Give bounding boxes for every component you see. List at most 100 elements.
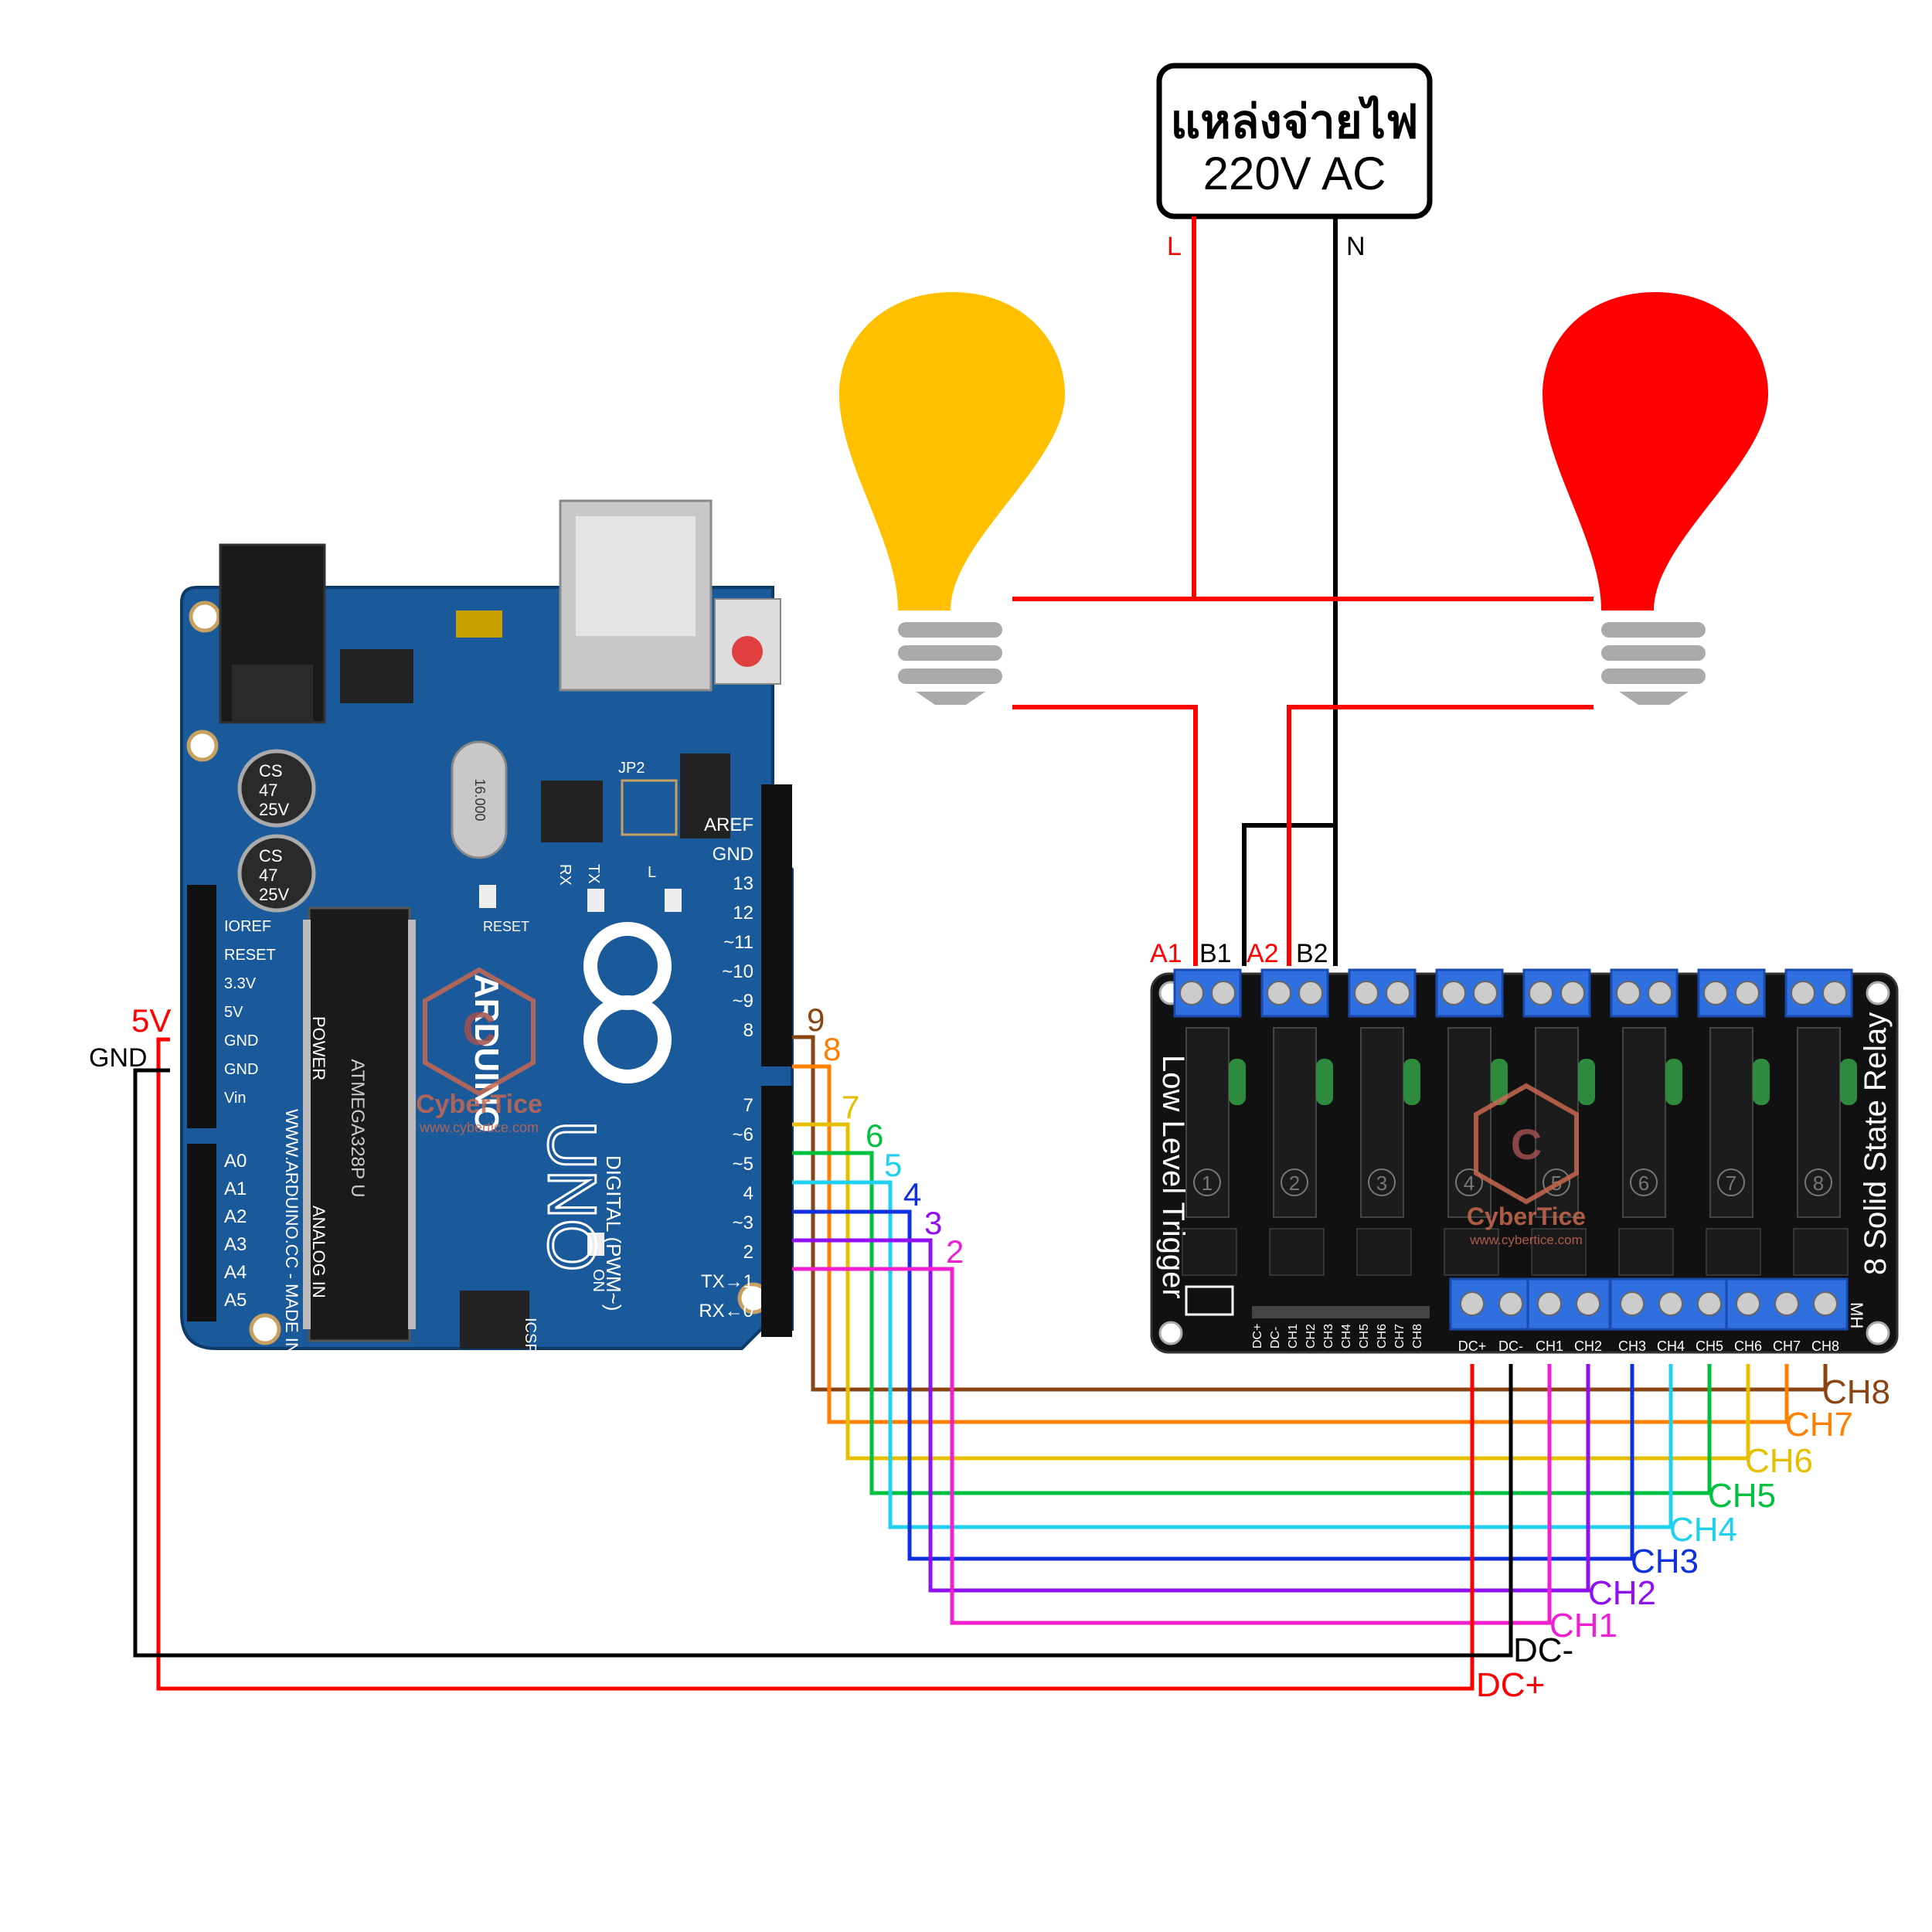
smd-components	[1706, 1228, 1761, 1276]
jp2-label: JP2	[618, 760, 645, 777]
header-pin-label: CH6	[1376, 1324, 1389, 1349]
arduino-pin-number: 4	[903, 1176, 921, 1213]
channel-number: 7	[1726, 1172, 1736, 1195]
crystal-label: 16.000	[472, 778, 488, 821]
arduino-logo: ARDUINO UNO	[468, 922, 672, 1273]
icsp-label: ICSP	[522, 1318, 539, 1354]
power-pin-label: 3.3V	[224, 975, 257, 992]
smd-components	[1182, 1228, 1237, 1276]
relay-channel: 6	[1610, 968, 1682, 1276]
analog-pin-label: A2	[224, 1206, 247, 1227]
relay-channel: 8	[1784, 968, 1857, 1276]
channel-number-circle	[1193, 1168, 1221, 1196]
capacitor-2: CS 47 25V	[237, 834, 316, 913]
terminal-screw	[1616, 981, 1641, 1005]
relay-channel-label: CH8	[1822, 1373, 1890, 1411]
v5-label: 5V	[131, 1002, 171, 1039]
channel-number: 2	[1289, 1172, 1300, 1195]
signal-wire	[792, 1267, 1552, 1625]
power-source-voltage: 220V AC	[1203, 148, 1386, 199]
relay-channel-label: CH4	[1669, 1511, 1737, 1549]
mount-hole	[186, 730, 219, 762]
watermark-arduino: C CyberTice www.cybertice.com	[416, 967, 543, 1135]
digital-pin-label: ~10	[722, 961, 753, 982]
header-pin-label: CH8	[1411, 1324, 1424, 1349]
mount-hole	[249, 1313, 281, 1345]
bulb-left-tip	[916, 692, 985, 705]
analog-pin-label: A5	[224, 1290, 247, 1311]
header-pin-label: CH5	[1358, 1324, 1371, 1349]
channel-number-circle	[1281, 1168, 1308, 1196]
power-pin-label: RESET	[224, 947, 276, 964]
icsp-bottom	[460, 1291, 529, 1349]
bulb-left-base-ring2	[898, 645, 1002, 661]
gnd-label: GND	[89, 1043, 148, 1073]
bulb-right-base-ring3	[1601, 668, 1706, 684]
channel-number-circle	[1368, 1168, 1396, 1196]
digital-header-low	[761, 1086, 792, 1337]
smd-components	[1444, 1228, 1499, 1276]
power-pin-label: 5V	[224, 1004, 243, 1021]
uno-label: UNO	[534, 1121, 611, 1272]
arduino-pin-number: 7	[842, 1089, 859, 1125]
bulb-right-base-ring2	[1601, 645, 1706, 661]
power-pin-label: GND	[224, 1061, 258, 1078]
fuse-resistor	[1665, 1059, 1682, 1105]
header-pin-label: CH1	[1287, 1324, 1300, 1349]
terminal-screw	[1735, 981, 1760, 1005]
bulb-right-tip	[1619, 692, 1689, 705]
cap-text-47: 47	[259, 866, 277, 885]
terminal-label: CH1	[1536, 1338, 1563, 1354]
relay-mount-hole	[1866, 1321, 1890, 1345]
bulb-right-glass	[1543, 292, 1768, 611]
digital-pin-label: 8	[743, 1020, 753, 1041]
digital-pin-label: TX→1	[701, 1271, 753, 1292]
power-source: แหล่งจ่ายไฟ 220V AC L N	[1156, 63, 1433, 261]
ssr-relay	[1360, 1027, 1404, 1218]
dc-minus-label: DC-	[1513, 1631, 1573, 1669]
terminal-screw	[1298, 981, 1323, 1005]
atmega-chip-label: ATMEGA328P U	[347, 1059, 368, 1197]
fuse-resistor	[1403, 1059, 1420, 1105]
relay-channel: 1	[1173, 968, 1246, 1276]
neutral-label: N	[1346, 232, 1366, 261]
led-l	[665, 889, 682, 912]
smd-components	[1531, 1228, 1587, 1276]
usb-port-face	[576, 516, 696, 636]
signal-wire	[792, 1238, 1590, 1593]
terminal-screw	[1658, 1291, 1683, 1316]
analog-pin-label: A3	[224, 1234, 247, 1255]
watermark-relay: C CyberTice www.cybertice.com	[1467, 1083, 1586, 1247]
signal-wire	[792, 1209, 1634, 1561]
bulb-right	[1543, 292, 1768, 705]
digital-pin-label: 13	[733, 873, 753, 894]
l-led-label: L	[648, 864, 656, 881]
arduino-board: CS 47 25V CS 47 25V 16.000 JP2 ATMEGA328…	[180, 499, 794, 1404]
relay-channel: 4	[1435, 968, 1508, 1276]
terminal-screw	[1354, 981, 1379, 1005]
relay-channel-label: CH3	[1631, 1543, 1699, 1580]
analog-header	[187, 1144, 216, 1321]
rx-label: RX	[556, 864, 573, 886]
svg-text:C: C	[1511, 1120, 1542, 1168]
channel-number-circle	[1543, 1168, 1570, 1196]
signal-wire	[792, 1151, 1712, 1495]
atmega-pins	[303, 920, 416, 1329]
analog-pin-label: A4	[224, 1262, 247, 1283]
crystal	[451, 740, 508, 859]
power-pin-label: Vin	[224, 1090, 247, 1107]
bulb-left-glass	[839, 292, 1065, 611]
smd-components	[1793, 1228, 1849, 1276]
relay-channel-label: CH5	[1708, 1477, 1776, 1515]
relay-input-header	[1252, 1306, 1430, 1318]
on-label: ON	[590, 1269, 607, 1292]
terminal-screw	[1620, 1291, 1645, 1316]
relay-channel-label: CH1	[1549, 1607, 1617, 1645]
voltage-regulator	[340, 649, 413, 703]
terminal-screw	[1179, 981, 1204, 1005]
